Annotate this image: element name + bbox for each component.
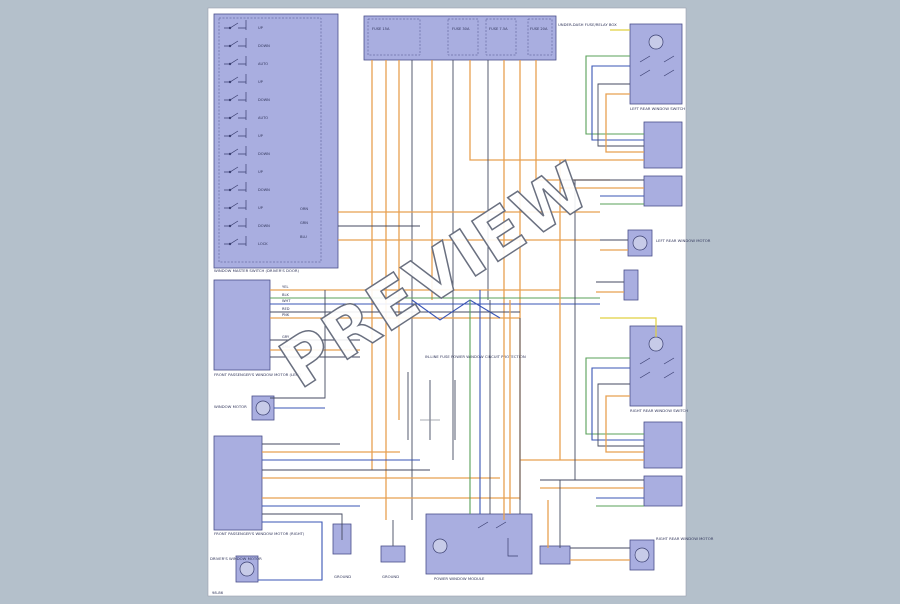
driver-window-motor: DRIVER'S WINDOW MOTOR [210,555,262,583]
switch-terminal [228,116,232,120]
wire-segment [585,357,644,435]
wire-segment [600,317,657,337]
switch-label: UP [258,206,264,210]
switch-label: DOWN [258,44,270,48]
ground-caption-1: GROUND [334,574,351,579]
switch-terminal [228,188,232,192]
page-number: 98-86 [212,590,224,595]
wire-color-label: BRN [282,345,290,349]
switch-label: DOWN [258,152,270,156]
wire-segment [597,383,644,447]
wire-segment [585,55,644,135]
wire-color-label: YEL [282,285,288,289]
switch-terminal [228,44,232,48]
switch-terminal [228,80,232,84]
driver-motor-caption: DRIVER'S WINDOW MOTOR [210,556,262,561]
wire-segment [270,290,326,399]
wire-harness: ORN GRN BLU YEL BLK WHT RED PNK GRY BRN [258,29,657,581]
wire-segment [597,83,644,147]
left-rear-window-switch: LEFT REAR WINDOW SWITCH [629,23,685,111]
right-rear-window-switch: RIGHT REAR WINDOW SWITCH [629,325,688,413]
switch-terminal [228,26,232,30]
wire-color-label: GRY [282,335,290,339]
switch-label: DOWN [258,224,270,228]
switch-terminal [228,170,232,174]
window-master-switch: UP DOWN AUTO UP DOWN AUTO UP DOWN UP DOWN UP DOWN LO… [213,13,339,273]
rr-motor-caption: RIGHT REAR WINDOW MOTOR [656,536,714,541]
switch-terminal [228,242,232,246]
wire-segment [591,65,644,141]
wire-segment [262,513,343,524]
power-window-module: POWER WINDOW MODULE [425,513,533,581]
power-window-module-caption: POWER WINDOW MODULE [434,576,485,581]
switch-label: UP [258,80,264,84]
wire-color-label: GRN [300,221,308,225]
fuse-label-1: FUSE 15A [372,27,390,31]
front-pass-left-caption: FRONT PASSENGER'S WINDOW MOTOR (LEFT) [214,372,302,377]
switch-label: AUTO [258,116,268,120]
switch-label: LOCK [258,242,268,246]
wire-segment [258,521,323,581]
fuse-box-caption: UNDER-DASH FUSE/RELAY BOX [558,22,617,27]
wire-segment [605,93,644,153]
wire-segment [411,299,501,321]
circuit-note: IN-LINE FUSE POWER WINDOW CIRCUIT PROTEC… [425,354,526,359]
fuse-label-3: FUSE 7.5A [489,27,508,31]
right-rear-window-motor: RIGHT REAR WINDOW MOTOR [629,536,714,571]
master-switch-caption: WINDOW MASTER SWITCH (DRIVER'S DOOR) [214,268,300,273]
switch-terminal [228,206,232,210]
switch-terminal [228,62,232,66]
wire-color-label: ORN [300,207,308,211]
window-motor-left-caption: WINDOW MOTOR [214,404,247,409]
window-motor-left: WINDOW MOTOR [214,395,275,421]
wire-segment [591,367,644,441]
wire-color-label: RED [282,307,290,311]
switch-label: UP [258,26,264,30]
right-side-module-lower [643,421,683,507]
front-pass-right-caption: FRONT PASSENGER'S WINDOW MOTOR (RIGHT) [214,531,305,536]
switch-terminal [228,98,232,102]
fuse-label-4: FUSE 20A [530,27,548,31]
ground-caption-2: GROUND [382,574,399,579]
lr-motor-caption: LEFT REAR WINDOW MOTOR [656,238,711,243]
wire-color-label: PNK [282,313,290,317]
left-rear-window-motor: LEFT REAR WINDOW MOTOR [623,229,711,301]
fuse-label-2: FUSE 30A [452,27,470,31]
front-passenger-motor-right: FRONT PASSENGER'S WINDOW MOTOR (RIGHT) [213,435,305,536]
switch-label: UP [258,170,264,174]
fuse-relay-box: FUSE 15A FUSE 30A FUSE 7.5A FUSE 20A UND… [363,15,617,61]
switch-terminal [228,152,232,156]
wire-segment [605,395,644,453]
switch-terminal [228,224,232,228]
wire-color-label: WHT [282,299,291,303]
wire-segment [469,60,560,161]
switch-label: DOWN [258,98,270,102]
switch-terminal [228,134,232,138]
lf-switch-caption: LEFT REAR WINDOW SWITCH [630,106,685,111]
wire-color-label: BLK [282,293,289,297]
switch-label: UP [258,134,264,138]
right-side-module-upper [643,121,683,207]
rr-switch-caption: RIGHT REAR WINDOW SWITCH [630,408,688,413]
switch-label: DOWN [258,188,270,192]
front-passenger-motor-left: FRONT PASSENGER'S WINDOW MOTOR (LEFT) [213,279,302,377]
switch-label: AUTO [258,62,268,66]
wire-color-label: BLU [300,235,307,239]
